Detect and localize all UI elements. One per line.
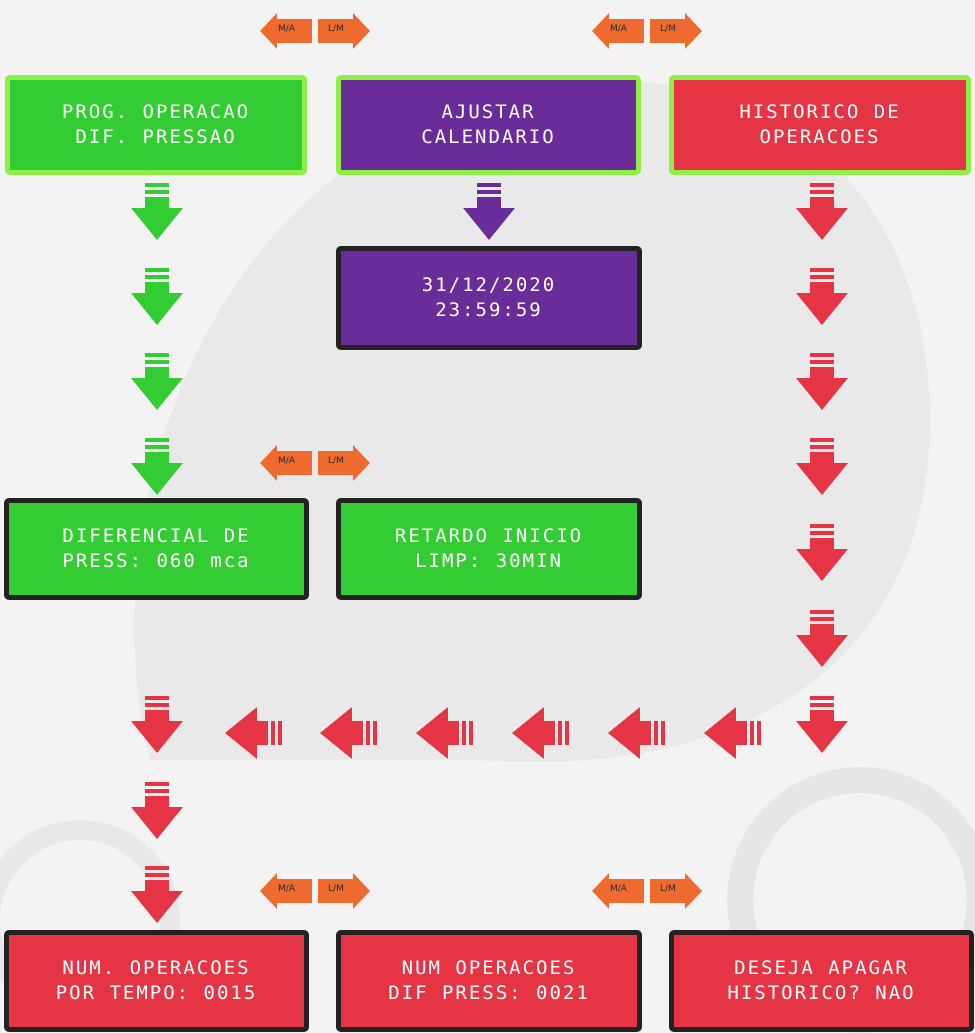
lm-button-label: L/M bbox=[328, 884, 344, 894]
button-pair-top-2: M/A L/M bbox=[592, 13, 702, 49]
lm-button[interactable]: L/M bbox=[650, 13, 702, 49]
screen-line-2: DIF. PRESSAO bbox=[75, 126, 237, 148]
button-pair-bottom-1: M/A L/M bbox=[260, 873, 370, 909]
screen-deseja-apagar[interactable]: DESEJA APAGAR HISTORICO? NAO bbox=[669, 930, 974, 1032]
screen-line-2: DIF PRESS: 0021 bbox=[388, 982, 590, 1004]
screen-line-1: HISTORICO DE bbox=[739, 101, 901, 124]
down-arrow-icon bbox=[131, 268, 183, 325]
down-arrow-icon bbox=[796, 524, 848, 581]
down-arrow-icon bbox=[796, 268, 848, 325]
screen-line-1: DIFERENCIAL DE bbox=[62, 525, 251, 548]
screen-line-1: DESEJA APAGAR bbox=[734, 957, 909, 980]
screen-line-2: CALENDARIO bbox=[421, 126, 556, 148]
down-arrow-icon bbox=[796, 438, 848, 495]
screen-num-operacoes-tempo[interactable]: NUM. OPERACOES POR TEMPO: 0015 bbox=[4, 930, 309, 1032]
lm-button-label: L/M bbox=[660, 24, 676, 34]
left-arrow-icon bbox=[260, 445, 312, 481]
ma-button[interactable]: M/A bbox=[260, 445, 312, 481]
lm-button-label: L/M bbox=[328, 456, 344, 466]
left-arrow-icon bbox=[512, 707, 569, 759]
down-arrow-icon bbox=[131, 866, 183, 923]
screen-prog-operacao[interactable]: PROG. OPERACAO DIF. PRESSAO bbox=[5, 75, 307, 175]
left-arrow-icon bbox=[608, 707, 665, 759]
down-arrow-icon bbox=[131, 353, 183, 410]
button-pair-middle: M/A L/M bbox=[260, 445, 370, 481]
screen-line-2: HISTORICO? NAO bbox=[727, 982, 916, 1004]
right-arrow-icon bbox=[318, 13, 370, 49]
screen-line-2: LIMP: 30MIN bbox=[415, 550, 563, 572]
right-arrow-icon bbox=[650, 13, 702, 49]
lm-button[interactable]: L/M bbox=[318, 873, 370, 909]
button-pair-bottom-2: M/A L/M bbox=[592, 873, 702, 909]
screen-retardo-inicio[interactable]: RETARDO INICIO LIMP: 30MIN bbox=[336, 498, 642, 600]
left-arrow-icon bbox=[592, 13, 644, 49]
ma-button-label: M/A bbox=[610, 24, 627, 34]
down-arrow-icon bbox=[131, 438, 183, 495]
right-arrow-icon bbox=[650, 873, 702, 909]
screen-line-1: NUM OPERACOES bbox=[401, 957, 577, 980]
screen-line-1: RETARDO INICIO bbox=[394, 525, 584, 548]
screen-line-1: AJUSTAR bbox=[441, 101, 536, 124]
screen-num-operacoes-dif[interactable]: NUM OPERACOES DIF PRESS: 0021 bbox=[336, 930, 642, 1032]
down-arrow-icon bbox=[131, 183, 183, 240]
screen-line-2: 23:59:59 bbox=[435, 299, 543, 321]
left-arrow-icon bbox=[260, 873, 312, 909]
screen-ajustar-calendario[interactable]: AJUSTAR CALENDARIO bbox=[336, 75, 641, 175]
lm-button-label: L/M bbox=[328, 24, 344, 34]
right-arrow-icon bbox=[318, 445, 370, 481]
ma-button[interactable]: M/A bbox=[592, 873, 644, 909]
down-arrow-icon bbox=[463, 183, 515, 240]
left-arrow-icon bbox=[260, 13, 312, 49]
down-arrow-icon bbox=[796, 696, 848, 753]
ma-button[interactable]: M/A bbox=[260, 13, 312, 49]
down-arrow-icon bbox=[131, 696, 183, 753]
screen-line-2: OPERACOES bbox=[759, 126, 881, 148]
lm-button[interactable]: L/M bbox=[318, 13, 370, 49]
left-arrow-icon bbox=[225, 707, 282, 759]
ma-button-label: M/A bbox=[278, 24, 295, 34]
down-arrow-icon bbox=[131, 782, 183, 839]
button-pair-top-1: M/A L/M bbox=[260, 13, 370, 49]
screen-line-2: PRESS: 060 mca bbox=[62, 550, 251, 572]
right-arrow-icon bbox=[318, 873, 370, 909]
screen-line-1: 31/12/2020 bbox=[421, 274, 557, 297]
left-arrow-icon bbox=[704, 707, 761, 759]
ma-button[interactable]: M/A bbox=[260, 873, 312, 909]
screen-diferencial-press[interactable]: DIFERENCIAL DE PRESS: 060 mca bbox=[4, 498, 309, 600]
down-arrow-icon bbox=[796, 610, 848, 667]
screen-line-1: PROG. OPERACAO bbox=[61, 101, 251, 124]
lm-button[interactable]: L/M bbox=[650, 873, 702, 909]
left-arrow-icon bbox=[592, 873, 644, 909]
left-arrow-icon bbox=[416, 707, 473, 759]
screen-line-1: NUM. OPERACOES bbox=[62, 957, 251, 980]
down-arrow-icon bbox=[796, 353, 848, 410]
ma-button-label: M/A bbox=[278, 884, 295, 894]
screen-data-hora[interactable]: 31/12/2020 23:59:59 bbox=[336, 246, 642, 350]
screen-line-2: POR TEMPO: 0015 bbox=[55, 982, 258, 1004]
lm-button[interactable]: L/M bbox=[318, 445, 370, 481]
left-arrow-icon bbox=[320, 707, 377, 759]
lm-button-label: L/M bbox=[660, 884, 676, 894]
ma-button-label: M/A bbox=[610, 884, 627, 894]
ma-button-label: M/A bbox=[278, 456, 295, 466]
screen-historico-operacoes[interactable]: HISTORICO DE OPERACOES bbox=[669, 75, 971, 175]
ma-button[interactable]: M/A bbox=[592, 13, 644, 49]
down-arrow-icon bbox=[796, 183, 848, 240]
